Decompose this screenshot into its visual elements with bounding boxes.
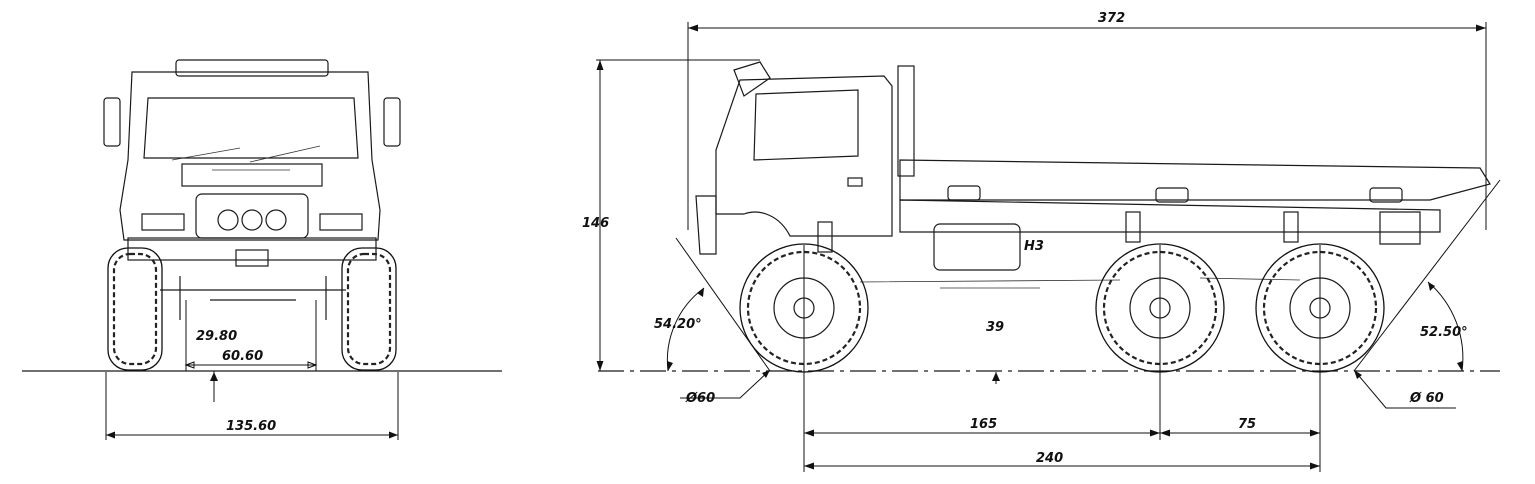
label-rear-diameter: Ø 60 [1409,391,1444,406]
label-165: 165 [970,417,997,432]
front-left-tire [107,247,163,371]
bed-tie-down-2 [1155,187,1189,203]
front-grille [181,163,323,187]
logo-mark: H3 [1024,239,1044,254]
front-right-tread [346,252,392,366]
label-146: 146 [582,216,609,231]
track-dim-arrows [184,361,318,369]
right-headlight [319,213,363,231]
mid-shock [1125,211,1141,243]
front-right-tire [341,247,397,371]
rear-hitch [1379,211,1421,245]
label-52-50: 52.50° [1420,325,1468,340]
clearance-dim-arrow [992,372,1000,381]
front-shock [817,221,833,253]
approach-angle-arrows [667,288,704,371]
winch [235,249,269,267]
flatbed [899,159,1491,201]
door-handle [847,177,863,187]
front-bumper [127,237,377,261]
wipers [171,145,321,163]
front-axle [160,276,346,320]
side-view: 372 146 H3 [582,11,1501,472]
approach-angle-line [675,237,771,372]
right-mirror [383,97,401,147]
frame-rail [899,199,1441,233]
exhaust-stack [897,65,915,177]
side-door-window [753,89,859,161]
side-mirror [733,61,771,97]
fuel-tank [933,223,1021,271]
label-240: 240 [1036,451,1063,466]
left-headlight [141,213,185,231]
left-mirror [103,97,121,147]
side-front-bumper [695,195,717,255]
departure-angle-line [1353,179,1501,372]
bed-tie-down-1 [947,185,981,201]
front-diameter-arrow [762,370,770,378]
fog-lamp-left [217,209,239,231]
rear-diameter-arrow [1354,370,1362,379]
roof-light-bar [175,59,329,77]
fog-lamp-center [241,209,263,231]
front-diameter-leader [680,369,771,399]
label-75: 75 [1238,417,1256,432]
bed-tie-down-3 [1369,187,1403,203]
label-60-60: 60.60 [222,349,263,364]
fog-lamp-right [265,209,287,231]
front-cab-outline [119,71,381,241]
label-372: 372 [1098,11,1125,26]
suspension-links [859,277,1301,289]
approach-angle-arc [666,287,705,372]
departure-angle-arc [1427,281,1464,372]
front-left-tread [112,252,158,366]
label-front-diameter: Ø60 [685,391,715,406]
side-cab [715,75,893,237]
label-54-20: 54.20° [654,317,702,332]
bull-bar [195,193,309,239]
clearance-arrow-head [210,372,218,381]
label-29-80: 29.80 [196,329,237,344]
front-windshield [143,97,359,159]
label-135-60: 135.60 [226,419,276,434]
rear-shock [1283,211,1299,243]
rear-diameter-leader [1353,369,1456,409]
label-39: 39 [986,320,1004,335]
front-view: 29.80 60.60 135.60 [22,59,502,440]
